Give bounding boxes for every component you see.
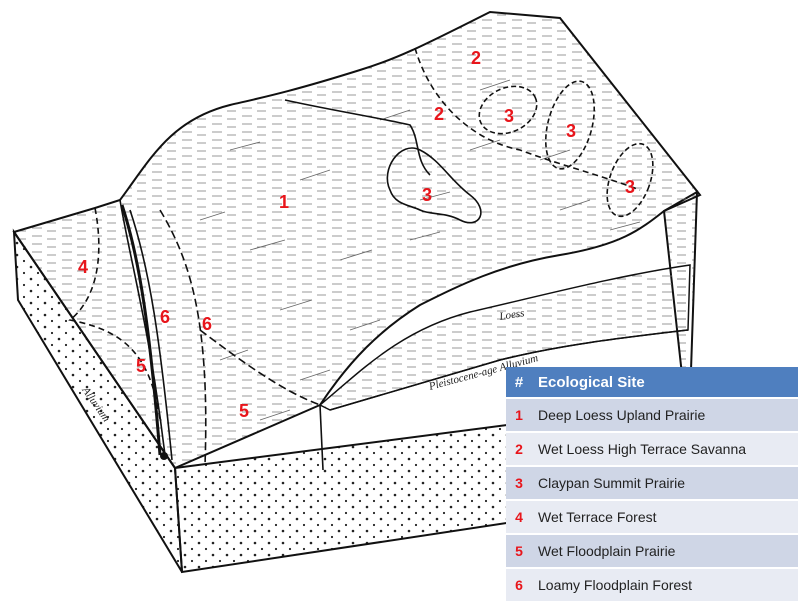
surface-hatching bbox=[199, 79, 641, 421]
legend-row-site: Wet Loess High Terrace Savanna bbox=[532, 431, 798, 466]
stream-channel bbox=[120, 204, 162, 456]
site-label: 2 bbox=[471, 48, 481, 68]
alluvium-layer-line bbox=[329, 329, 689, 411]
site-label: 3 bbox=[504, 106, 514, 126]
site-label: 3 bbox=[566, 121, 576, 141]
site-label: 5 bbox=[136, 356, 146, 376]
site-label: 5 bbox=[239, 401, 249, 421]
site-label: 6 bbox=[160, 307, 170, 327]
legend-header-row: # Ecological Site bbox=[506, 367, 798, 398]
legend-row: 1 Deep Loess Upland Prairie bbox=[506, 397, 798, 432]
legend-row: 5 Wet Floodplain Prairie bbox=[506, 533, 798, 568]
top-surface bbox=[12, 10, 702, 470]
site-label: 2 bbox=[434, 104, 444, 124]
area-boundaries bbox=[68, 47, 654, 471]
site-label: 3 bbox=[422, 185, 432, 205]
legend-row-site: Loamy Floodplain Forest bbox=[532, 567, 798, 601]
legend-row: 2 Wet Loess High Terrace Savanna bbox=[506, 431, 798, 466]
legend-row: 3 Claypan Summit Prairie bbox=[506, 465, 798, 500]
legend-row-number: 4 bbox=[506, 499, 532, 534]
legend-row-number: 3 bbox=[506, 465, 532, 500]
legend-row-site: Claypan Summit Prairie bbox=[532, 465, 798, 500]
legend-row: 4 Wet Terrace Forest bbox=[506, 499, 798, 534]
site-label: 3 bbox=[625, 177, 635, 197]
ecological-site-legend: # Ecological Site 1 Deep Loess Upland Pr… bbox=[506, 367, 798, 601]
legend-row-site: Wet Floodplain Prairie bbox=[532, 533, 798, 568]
legend-row-site: Wet Terrace Forest bbox=[532, 499, 798, 534]
legend-row-number: 5 bbox=[506, 533, 532, 568]
site-label: 1 bbox=[279, 192, 289, 212]
legend-row-number: 2 bbox=[506, 431, 532, 466]
site-label: 4 bbox=[78, 257, 88, 277]
legend-header-site: Ecological Site bbox=[532, 367, 798, 398]
loess-label: Loess bbox=[498, 307, 526, 323]
site-label: 6 bbox=[202, 314, 212, 334]
legend-header-number: # bbox=[506, 367, 532, 398]
legend-row-number: 6 bbox=[506, 567, 532, 601]
legend-row-site: Deep Loess Upland Prairie bbox=[532, 397, 798, 432]
legend-row-number: 1 bbox=[506, 397, 532, 432]
stream-outlet bbox=[160, 452, 168, 460]
legend-row: 6 Loamy Floodplain Forest bbox=[506, 567, 798, 601]
